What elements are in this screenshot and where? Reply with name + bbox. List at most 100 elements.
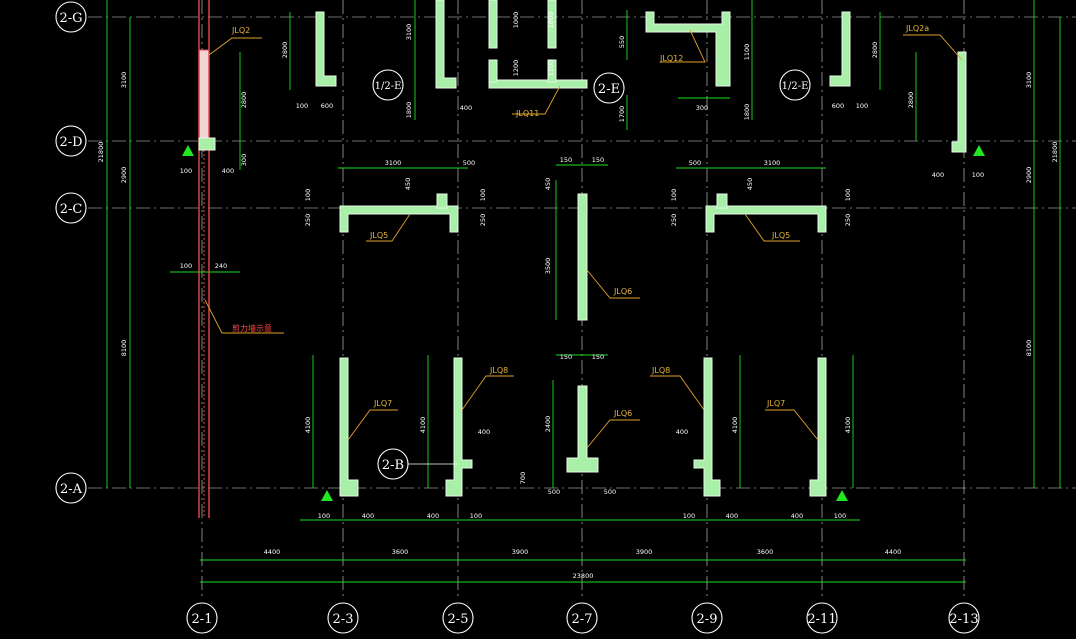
side-dimensions: 3100 2900 8100 21800 3100 2900 8100 2180…	[97, 72, 1059, 357]
dim-d-600b: 600	[832, 102, 844, 110]
wall-jlq5-left	[339, 205, 459, 233]
dim-d-4100a: 4100	[304, 417, 312, 434]
wall-jlq6-top	[577, 193, 588, 321]
label-jlq7-right: JLQ7	[766, 399, 785, 408]
dim-bottom-2: 3600	[392, 548, 409, 556]
leader-jlq8-right	[650, 375, 705, 411]
axis-label-half-2-e-left: 1/2-E	[375, 81, 402, 92]
label-jlq8-left: JLQ8	[489, 366, 508, 375]
wall-jlq2-foot	[198, 137, 216, 151]
row-axis-bubbles: 2-G 2-D 2-C 2-A 2-B 1/2-E 2-E 1/2-E	[55, 1, 811, 504]
dim-d-400b: 400	[460, 104, 472, 112]
dim-left-3: 8100	[120, 340, 128, 357]
dim-d-400f: 400	[362, 512, 374, 520]
leader-jlq5-left	[366, 213, 411, 242]
wall-jlq11	[488, 79, 588, 89]
axis-bubble-2-e	[593, 72, 625, 104]
axis-label-2-5: 2-5	[448, 612, 469, 627]
dimension-lines	[106, 0, 1061, 583]
dim-d-400d: 400	[478, 428, 490, 436]
dim-bottom-1: 4400	[264, 548, 281, 556]
dim-d-400g: 400	[427, 512, 439, 520]
leader-red-note	[204, 299, 284, 334]
wall-jlq11-left	[488, 59, 498, 83]
leader-jlq8-left	[461, 375, 514, 411]
dim-d-700: 700	[519, 472, 527, 484]
dim-d-400i: 400	[791, 512, 803, 520]
dim-d-300: 300	[240, 154, 248, 166]
label-jlq2a: JLQ2a	[905, 24, 929, 33]
dim-d-2800c: 2800	[871, 42, 879, 59]
dim-d-1200b: 1200	[547, 60, 555, 77]
elevation-marker-1	[182, 145, 194, 156]
dim-d-150c: 150	[560, 353, 572, 361]
label-jlq5-right: JLQ5	[771, 231, 790, 240]
leader-jlq6-top	[586, 269, 640, 299]
dim-d-1800c: 1800	[743, 104, 751, 121]
dim-d-100m: 100	[834, 512, 846, 520]
dim-d-3500: 3500	[544, 258, 552, 275]
axis-bubble-2-b	[377, 448, 409, 480]
leader-lines	[204, 29, 963, 465]
leader-jlq2	[208, 37, 262, 56]
dim-d-100l: 100	[683, 512, 695, 520]
label-jlq7-left: JLQ7	[373, 399, 392, 408]
wall-top-center-left	[435, 0, 457, 89]
axis-label-2-13: 2-13	[949, 612, 978, 627]
leader-jlq2a	[903, 34, 963, 61]
axis-label-2-d: 2-D	[59, 135, 82, 150]
dim-d-600a: 600	[321, 102, 333, 110]
wall-top-stub-2	[547, 0, 557, 49]
dim-d-250b: 250	[479, 214, 487, 226]
wall-jlq11-right	[547, 59, 557, 83]
axis-label-2-11: 2-11	[807, 612, 836, 627]
wall-jlq8-right	[693, 357, 721, 497]
label-red-note: 剪力墙示意	[232, 323, 272, 333]
dim-d-2800b: 2800	[281, 42, 289, 59]
dim-d-240: 240	[215, 262, 227, 270]
axis-bubble-half-2-e-right	[779, 69, 811, 101]
dim-d-250c: 250	[670, 214, 678, 226]
dim-bottom-total: 23800	[573, 572, 594, 580]
dim-d-300b: 300	[696, 104, 708, 112]
elevation-marker-2	[973, 145, 985, 156]
dim-d-100k: 100	[470, 512, 482, 520]
label-jlq2: JLQ2	[231, 26, 250, 35]
leader-jlq11	[512, 85, 561, 115]
dim-d-3100d: 3100	[764, 159, 781, 167]
dim-left-total: 21800	[97, 142, 105, 163]
axis-bubble-2-11	[806, 602, 838, 634]
dim-bottom-6: 4400	[885, 548, 902, 556]
dim-d-400a: 400	[222, 167, 234, 175]
dim-d-100f: 100	[304, 189, 312, 201]
axis-label-2-a: 2-A	[60, 482, 83, 497]
axis-label-2-7: 2-7	[572, 612, 593, 627]
top-walls	[315, 0, 967, 153]
wall-labels: JLQ2 JLQ2a JLQ12 JLQ11 JLQ5 JLQ5 JLQ6 JL…	[231, 24, 929, 418]
label-jlq6-top: JLQ6	[613, 287, 632, 296]
dim-right-total: 21800	[1051, 142, 1059, 163]
dim-d-100d: 100	[856, 102, 868, 110]
axis-bubble-half-2-e-left	[372, 69, 404, 101]
dim-d-100e: 100	[972, 171, 984, 179]
dim-d-4100b: 4100	[419, 417, 427, 434]
dim-d-1800a: 1800	[405, 102, 413, 119]
wall-jlq5-right-stub	[716, 193, 728, 209]
leader-jlq7-right	[765, 409, 819, 441]
dim-d-100g: 100	[479, 189, 487, 201]
axis-label-2-c: 2-C	[60, 202, 83, 217]
wall-jlq7-right	[809, 357, 827, 497]
axis-bubble-2-c	[55, 192, 87, 224]
wall-top-right-l	[829, 11, 851, 87]
axis-bubble-2-a	[55, 472, 87, 504]
wall-jlq7-left	[339, 357, 359, 497]
dim-d-100i: 100	[844, 189, 852, 201]
axis-bubble-2-5	[442, 602, 474, 634]
dim-d-500c: 500	[548, 488, 560, 496]
dim-d-100h: 100	[670, 189, 678, 201]
dim-d-250a: 250	[304, 214, 312, 226]
label-jlq6-bottom: JLQ6	[613, 409, 632, 418]
dim-d-150a: 150	[560, 156, 572, 164]
axis-bubble-2-9	[691, 602, 723, 634]
